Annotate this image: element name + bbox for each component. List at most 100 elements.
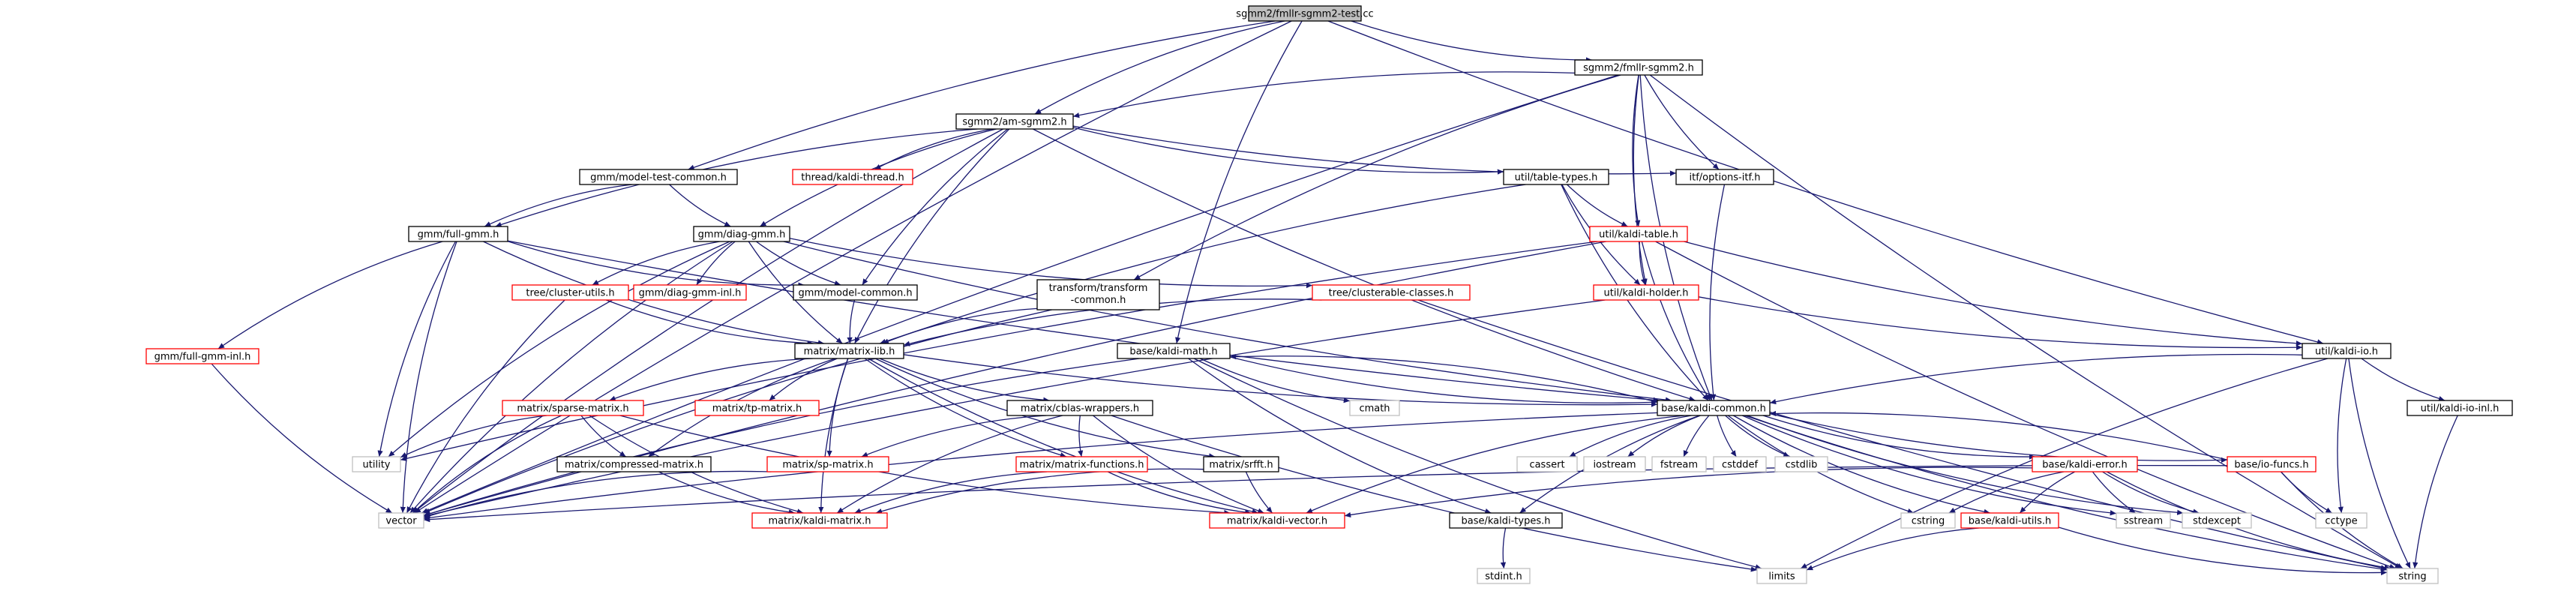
node-box (766, 456, 889, 472)
node-label: gmm/diag-gmm-inl.h (639, 288, 742, 299)
edge-matrixlib-to-sparse (609, 358, 814, 401)
node-am[interactable]: sgmm2/am-sgmm2.h (955, 113, 1074, 130)
node-tabletypes[interactable]: util/table-types.h (1503, 169, 1609, 185)
edge-kaldicommon-to-iofuncs (1769, 412, 2228, 463)
node-box (1960, 512, 2059, 529)
node-modelcommon[interactable]: gmm/model-common.h (793, 284, 918, 301)
node-cblas[interactable]: matrix/cblas-wrappers.h (1006, 400, 1153, 416)
edge-fullgmm-to-fullgmminl (217, 241, 443, 350)
node-compressed[interactable]: matrix/compressed-matrix.h (556, 456, 712, 472)
edge-fmllr-to-am (1072, 71, 1576, 118)
node-kaldiholder[interactable]: util/kaldi-holder.h (1593, 284, 1699, 301)
edge-diaggmm-to-clusterable (789, 238, 1313, 289)
node-fmllr[interactable]: sgmm2/fmllr-sgmm2.h (1574, 59, 1703, 76)
node-label: gmm/full-gmm-inl.h (154, 352, 251, 363)
edge-fmllr-to-vector (421, 74, 1618, 514)
node-label: stdint.h (1485, 572, 1522, 583)
edge-matrixlib-to-kaldimatrix (818, 358, 849, 514)
node-cctype: cctype (2315, 512, 2368, 529)
node-kaldiioinl[interactable]: util/kaldi-io-inl.h (2407, 400, 2513, 416)
node-kalditable[interactable]: util/kaldi-table.h (1589, 226, 1688, 242)
node-matrixlib[interactable]: matrix/matrix-lib.h (794, 343, 904, 359)
node-transform[interactable]: transform/transform-common.h (1036, 279, 1160, 310)
node-tp[interactable]: matrix/tp-matrix.h (694, 400, 820, 416)
edge-kaldicommon-to-sstream (1741, 415, 2117, 516)
node-box (1651, 456, 1707, 472)
edge-root-to-vector (414, 20, 1292, 514)
node-itf[interactable]: itf/options-itf.h (1675, 169, 1774, 185)
edge-kaldicommon-to-cstdlib (1725, 415, 1790, 458)
node-cstddef: cstddef (1713, 456, 1767, 472)
edge-diaggmm-to-clusterutils (592, 241, 720, 286)
node-utility: utility (352, 456, 401, 472)
node-box (1756, 568, 1807, 584)
node-label: matrix/matrix-functions.h (1019, 460, 1144, 471)
node-box (1015, 456, 1148, 472)
node-spmatrix[interactable]: matrix/sp-matrix.h (766, 456, 889, 472)
node-kaldicommon[interactable]: base/kaldi-common.h (1657, 400, 1771, 416)
edge-kaldimath-to-limits (1193, 358, 1762, 570)
node-label: matrix/compressed-matrix.h (565, 460, 703, 471)
node-kaldiio[interactable]: util/kaldi-io.h (2302, 343, 2392, 359)
node-box (1516, 456, 1578, 472)
node-diaggmminl[interactable]: gmm/diag-gmm-inl.h (633, 284, 747, 301)
node-box (792, 169, 913, 185)
node-kaldiutils[interactable]: base/kaldi-utils.h (1960, 512, 2059, 529)
edge-kalditable-to-string (1655, 241, 2396, 569)
node-label: string (2398, 572, 2426, 583)
node-box (408, 226, 508, 242)
node-kalditypes[interactable]: base/kaldi-types.h (1449, 512, 1563, 529)
node-label: matrix/cblas-wrappers.h (1021, 404, 1139, 415)
node-vector: vector (378, 512, 424, 529)
node-label: base/io-funcs.h (2234, 460, 2308, 471)
node-srfft[interactable]: matrix/srfft.h (1203, 456, 1279, 472)
node-label: matrix/kaldi-vector.h (1227, 516, 1327, 527)
edge-kaldicommon-to-cstddef (1717, 415, 1737, 458)
edge-diaggmm-to-modelcommon (756, 241, 841, 286)
node-clusterutils[interactable]: tree/cluster-utils.h (511, 284, 629, 301)
edge-kalditable-to-kaldicommon (1641, 241, 1711, 401)
edge-cblas-to-spmatrix (861, 415, 1047, 458)
edge-clusterutils-to-vector (406, 299, 565, 514)
node-box (1589, 226, 1688, 242)
node-fullgmm[interactable]: gmm/full-gmm.h (408, 226, 508, 242)
node-iofuncs[interactable]: base/io-funcs.h (2227, 456, 2317, 472)
node-kaldivector[interactable]: matrix/kaldi-vector.h (1209, 512, 1345, 529)
node-sparse[interactable]: matrix/sparse-matrix.h (502, 400, 644, 416)
node-kaldimatrix[interactable]: matrix/kaldi-matrix.h (751, 512, 888, 529)
node-label: base/kaldi-common.h (1661, 404, 1766, 415)
edge-kalditable-to-utility (400, 241, 1598, 461)
node-box (2315, 512, 2368, 529)
node-root[interactable]: sgmm2/fmllr-sgmm2-test.cc (1236, 5, 1374, 22)
edge-spmatrix-to-vector (423, 470, 772, 519)
edge-fullgmm-to-kaldicommon (507, 240, 1660, 403)
node-diaggmm[interactable]: gmm/diag-gmm.h (693, 226, 790, 242)
node-label: sgmm2/am-sgmm2.h (962, 117, 1066, 128)
edge-root-to-mtc (688, 20, 1276, 170)
edge-fmllr-to-kaldiholder (1633, 74, 1648, 286)
node-kaldimath[interactable]: base/kaldi-math.h (1117, 343, 1231, 359)
node-matfuncs[interactable]: matrix/matrix-functions.h (1015, 456, 1148, 472)
node-mtc[interactable]: gmm/model-test-common.h (579, 169, 738, 185)
node-label: util/kaldi-table.h (1599, 230, 1678, 241)
node-label: util/kaldi-io-inl.h (2421, 404, 2500, 415)
edge-am-to-diaggmm (759, 128, 997, 227)
edge-kalditypes-to-stdint (1500, 527, 1507, 569)
node-box (693, 226, 790, 242)
edge-sparse-to-utility (400, 415, 547, 458)
node-thread[interactable]: thread/kaldi-thread.h (792, 169, 913, 185)
edge-transform-to-matrixlib (882, 308, 1038, 344)
node-box (1503, 169, 1609, 185)
edge-iofuncs-to-kaldicommon (1769, 410, 2228, 460)
edge-am-to-matrixlib (854, 128, 1010, 344)
node-clusterable[interactable]: tree/clusterable-classes.h (1312, 284, 1471, 301)
node-box (1774, 456, 1828, 472)
edge-kaldiutils-to-string (2058, 526, 2388, 576)
node-label: cmath (1359, 404, 1390, 415)
edge-clusterutils-to-matrixlib (605, 299, 814, 346)
node-fstream: fstream (1651, 456, 1707, 472)
node-label: util/kaldi-holder.h (1604, 288, 1689, 299)
edge-fullgmm-to-utility (377, 241, 456, 458)
node-fullgmminl[interactable]: gmm/full-gmm-inl.h (145, 348, 259, 364)
node-kaldierror[interactable]: base/kaldi-error.h (2032, 456, 2138, 472)
